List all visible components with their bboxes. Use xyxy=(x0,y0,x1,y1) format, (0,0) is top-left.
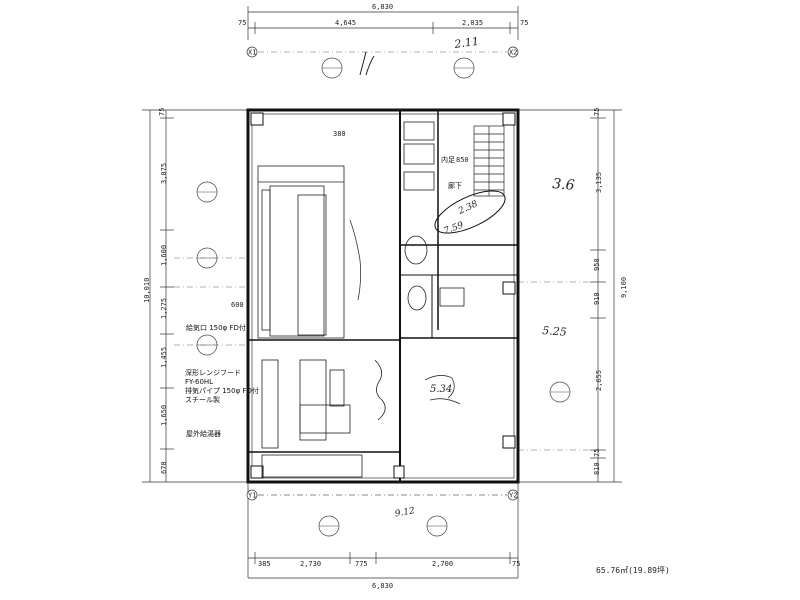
bottom-dim-0: 385 xyxy=(258,560,271,568)
window-tag-top-2 xyxy=(453,57,475,79)
floor-area-label: 65.76㎡(19.89坪) xyxy=(596,566,670,575)
bathroom-fixtures xyxy=(403,121,465,311)
right-dim-0: 75 xyxy=(593,108,601,116)
right-dim-3: 910 xyxy=(593,292,601,305)
range-hood-line-2: FY-60HL xyxy=(185,378,213,386)
kitchen-counter xyxy=(257,165,345,339)
top-handwritten-note: 2.11 xyxy=(453,35,480,51)
window-tag-top-1 xyxy=(321,57,343,79)
left-dim-3: 1,275 xyxy=(160,298,168,319)
structural-columns xyxy=(250,112,516,479)
top-left-dim: 4,645 xyxy=(335,19,356,27)
exhaust-port-label: 給気口 150φ FD付 xyxy=(186,323,246,332)
right-dim-1: 3,135 xyxy=(595,172,603,193)
top-end-right-dim: 75 xyxy=(520,19,528,27)
right-dim-2: 950 xyxy=(593,258,601,271)
window-tag-bottom-1 xyxy=(318,515,340,537)
hall-label: 廊下 xyxy=(448,181,462,190)
window-tag-bottom-2 xyxy=(426,515,448,537)
window-tag-left-1 xyxy=(196,181,218,203)
svg-text:Y2: Y2 xyxy=(509,492,517,500)
inner-width-dim: 380 xyxy=(333,130,346,138)
range-hood-line-3: 排気パイプ 150φ FD付 xyxy=(185,386,259,395)
top-end-dim: 75 xyxy=(238,19,246,27)
left-dim-1: 3,075 xyxy=(160,163,168,184)
left-side-value: 600 xyxy=(231,301,244,309)
left-dim-2: 1,600 xyxy=(160,245,168,266)
svg-text:X2: X2 xyxy=(509,49,517,57)
bottom-total-dim: 6,830 xyxy=(372,582,393,590)
staircase xyxy=(473,125,505,197)
building-outline xyxy=(246,108,520,484)
right-upper-handwritten: 3.6 xyxy=(552,176,576,194)
bottom-exterior xyxy=(247,482,519,579)
room-handwriting xyxy=(424,375,461,405)
top-dimension-group xyxy=(247,6,519,40)
dining-furniture xyxy=(261,359,386,478)
svg-text:X1: X1 xyxy=(248,49,256,57)
right-dim-5: 75 xyxy=(593,449,601,457)
range-hood-line-4: スチール製 xyxy=(185,395,220,404)
range-hood-line-1: 深形レンジフード xyxy=(185,368,241,377)
right-dimension-group xyxy=(518,109,622,483)
hall-handwritten-circle xyxy=(434,190,506,234)
left-dim-5: 1,650 xyxy=(160,405,168,426)
right-total-dim: 9,100 xyxy=(620,277,628,298)
bottom-dim-3: 2,700 xyxy=(432,560,453,568)
stair-label: 内足 xyxy=(441,155,455,164)
handwritten-kitchen-mark xyxy=(349,219,362,301)
grid-tag-top-right: X2 xyxy=(507,46,519,58)
right-middle-handwritten: 5.25 xyxy=(542,324,567,339)
window-tag-right-1 xyxy=(549,381,571,403)
handwritten-arrow-mark xyxy=(359,51,375,76)
grid-tag-top-left: X1 xyxy=(246,46,258,58)
left-total-dim: 10,010 xyxy=(143,278,151,303)
left-dimension-group xyxy=(142,109,248,483)
bottom-dim-2: 775 xyxy=(355,560,368,568)
bottom-dim-4: 75 xyxy=(512,560,520,568)
right-dim-6: 810 xyxy=(593,462,601,475)
top-total-dim: 6,830 xyxy=(372,3,393,11)
stair-width-dim: 850 xyxy=(456,156,469,164)
grid-tag-bottom-right: Y2 xyxy=(507,489,519,501)
bottom-dim-1: 2,730 xyxy=(300,560,321,568)
svg-text:Y1: Y1 xyxy=(248,492,256,500)
left-dim-0: 75 xyxy=(158,108,166,116)
left-dim-6: 670 xyxy=(160,461,168,474)
left-dim-4: 1,455 xyxy=(160,347,168,368)
hall-value: 7.59 xyxy=(443,220,466,236)
control-panel-label: 屋外給湯器 xyxy=(186,429,221,438)
right-dim-4: 2,655 xyxy=(595,370,603,391)
grid-tag-bottom-left: Y1 xyxy=(246,489,258,501)
top-right-dim: 2,035 xyxy=(462,19,483,27)
room-lower-value: 5.34 xyxy=(430,384,452,395)
bottom-handwritten-note: 9.12 xyxy=(394,506,416,519)
hall-circle-value: 2.38 xyxy=(456,199,480,217)
